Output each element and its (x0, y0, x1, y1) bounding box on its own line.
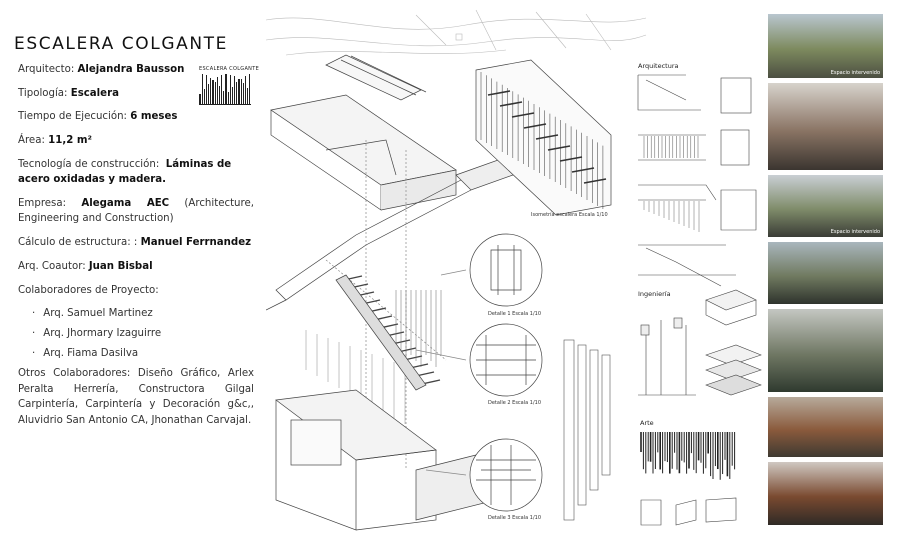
field-tiempo: Tiempo de Ejecución: 6 meses (18, 111, 178, 123)
photo-7 (768, 462, 883, 525)
element-schedule (563, 339, 611, 521)
isometric-elevation (475, 59, 612, 216)
project-logo: ESCALERA COLGANTE (199, 66, 260, 105)
isometric-stair (266, 54, 542, 531)
photo-caption: Espacio intervenido (830, 70, 880, 76)
isometria-caption: Isometría escalera Escala 1/10 (531, 211, 608, 218)
project-title: ESCALERA COLGANTE (14, 34, 228, 54)
section-arquitectura: Arquitectura (638, 62, 679, 70)
list-item: Arq. Samuel Martinez (32, 306, 254, 322)
detail-3-caption: Detalle 3 Escala 1/10 (488, 515, 541, 521)
field-arquitecto: Arquitecto: Alejandra Bausson (18, 64, 185, 75)
detail-2-caption: Detalle 2 Escala 1/10 (488, 400, 541, 406)
photo-4 (768, 242, 883, 304)
field-area: Área: 11,2 m² (18, 135, 92, 147)
project-details: Arquitecto: Alejandra Bausson Tipología:… (18, 62, 254, 436)
field-coautor: Arq. Coautor: Juan Bisbal (18, 260, 153, 272)
photo-6 (768, 397, 883, 457)
photo-column: Espacio intervenido Espacio intervenido (768, 14, 884, 530)
section-arte: Arte (640, 419, 654, 427)
field-tecnologia: Tecnología de construcción: Láminas de a… (18, 158, 232, 186)
list-item: Arq. Jhormary Izaguirre (32, 326, 254, 342)
photo-1: Espacio intervenido (768, 14, 883, 78)
field-empresa: Empresa: Alegama AEC (Architecture, Engi… (18, 197, 254, 225)
technical-drawings: Arquitectura Ingeniería Arte Isometría e… (266, 9, 762, 531)
photo-5 (768, 309, 883, 392)
section-diagrams (637, 74, 762, 526)
photo-2 (768, 83, 883, 170)
photo-caption: Espacio intervenido (830, 229, 880, 235)
logo-text: ESCALERA COLGANTE (199, 66, 260, 72)
detail-circles (415, 233, 543, 512)
field-calculo: Cálculo de estructura: : Manuel Ferrnand… (18, 237, 252, 249)
list-item: Arq. Fiama Dasilva (32, 346, 254, 362)
field-tipologia: Tipología: Escalera (18, 87, 119, 99)
field-colaboradores: Colaboradores de Proyecto: (18, 284, 159, 296)
collaborators-list: Arq. Samuel Martinez Arq. Jhormary Izagu… (18, 306, 254, 362)
detail-1-caption: Detalle 1 Escala 1/10 (488, 311, 541, 317)
art-bars (640, 432, 736, 480)
section-ingenieria: Ingeniería (638, 290, 671, 298)
site-plan (266, 9, 647, 56)
field-otros: Otros Colaboradores: Diseño Gráfico, Arl… (18, 368, 254, 426)
project-info-panel: ESCALERA COLGANTE ESCALERA COLGANTE Arqu… (0, 0, 262, 546)
barcode-logo-icon (199, 74, 251, 105)
photo-3: Espacio intervenido (768, 175, 883, 237)
